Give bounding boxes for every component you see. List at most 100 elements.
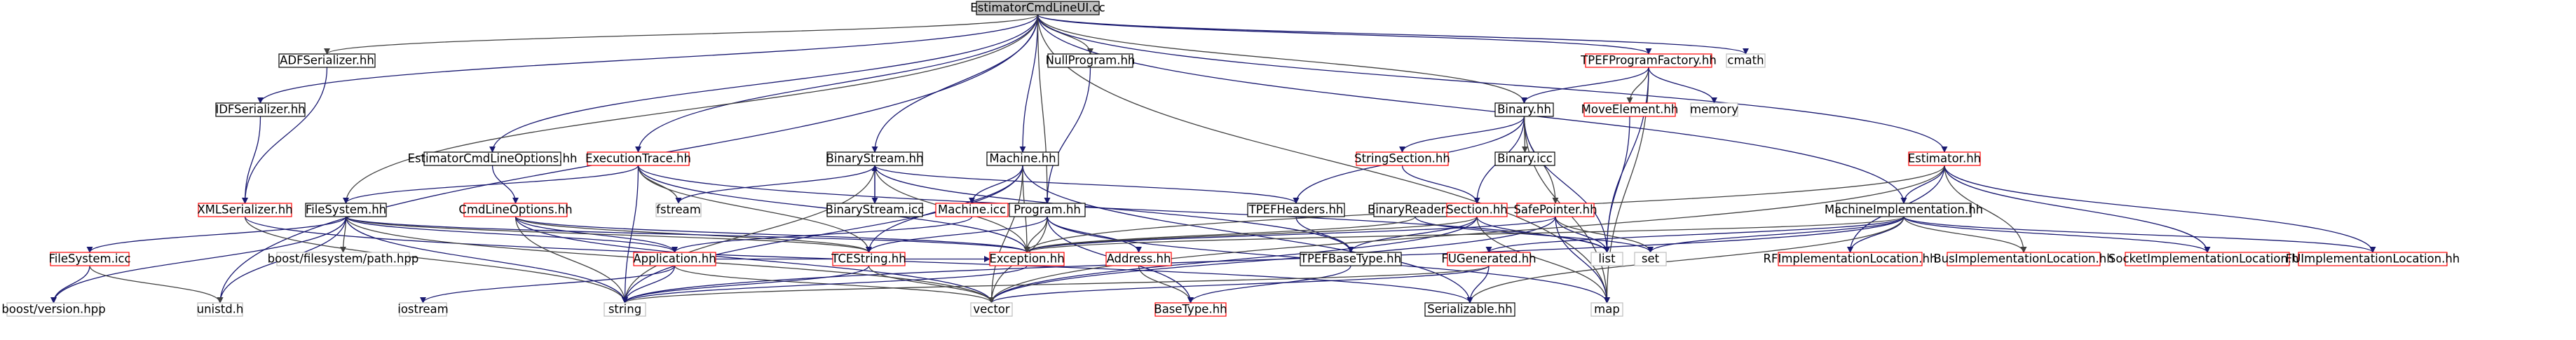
node-tpefhdr[interactable]: TPEFHeaders.hh	[1247, 203, 1345, 217]
node-strsec[interactable]: StringSection.hh	[1354, 151, 1450, 166]
edge-binreader-to-exception	[1023, 216, 1416, 253]
node-program[interactable]: Program.hh	[1009, 203, 1086, 217]
node-label: BinaryReader.hh	[1368, 203, 1463, 217]
edge-estimator-to-machimpl	[1900, 165, 1945, 204]
edge-machimpl-to-exception	[1023, 216, 1904, 253]
node-box	[1908, 151, 1981, 166]
node-tpefbase[interactable]: TPEFBaseType.hh	[1300, 252, 1402, 266]
edge-filesysicc-to-boostver	[50, 265, 90, 304]
node-box	[1447, 252, 1531, 266]
node-binicc[interactable]: Binary.icc	[1494, 151, 1555, 166]
node-filesysicc[interactable]: FileSystem.icc	[48, 252, 131, 266]
node-list[interactable]: list	[1590, 252, 1623, 266]
edge-xmlser-to-string	[244, 216, 628, 304]
node-section[interactable]: Section.hh	[1446, 203, 1508, 217]
node-machine[interactable]: Machine.hh	[986, 151, 1059, 166]
node-adfser[interactable]: ADFSerializer.hh	[278, 53, 376, 68]
node-label: MoveElement.hh	[1581, 103, 1679, 116]
node-binary[interactable]: Binary.hh	[1494, 102, 1554, 117]
node-unistd[interactable]: unistd.h	[197, 302, 244, 317]
node-label: BinaryStream.hh	[826, 152, 924, 165]
node-rfimpl[interactable]: RFImplementationLocation.hh	[1764, 252, 1937, 266]
edge-tpefpf-to-memory	[1648, 67, 1718, 104]
node-cmath[interactable]: cmath	[1726, 53, 1766, 68]
node-label: ADFSerializer.hh	[280, 54, 374, 67]
node-label: Binary.hh	[1497, 103, 1551, 116]
node-tcestr[interactable]: TCEString.hh	[831, 252, 906, 266]
node-idfser[interactable]: IDFSerializer.hh	[215, 102, 306, 117]
node-memory[interactable]: memory	[1690, 102, 1738, 117]
node-fstream[interactable]: fstream	[655, 203, 702, 217]
node-box	[198, 203, 292, 217]
node-vector[interactable]: vector	[970, 302, 1013, 317]
node-box	[276, 252, 410, 266]
node-address[interactable]: Address.hh	[1105, 252, 1172, 266]
edge-machineicc-to-app	[672, 216, 973, 253]
node-box	[604, 302, 646, 317]
node-box	[1634, 252, 1667, 266]
node-label: TPEFProgramFactory.hh	[1580, 54, 1717, 67]
node-label: Estimator.hh	[1908, 152, 1981, 165]
edge-machine-to-serializable	[1022, 165, 1473, 304]
node-label: EstimatorCmdLineOptions.hh	[408, 152, 578, 165]
node-boostfs[interactable]: boost/filesystem/path.hpp	[268, 252, 419, 266]
edge-tcestr-to-vector	[868, 265, 995, 304]
edge-machimpl-to-string	[622, 216, 1904, 304]
node-label: cmath	[1727, 54, 1764, 67]
node-boostver[interactable]: boost/version.hpp	[1, 302, 106, 317]
node-machimpl[interactable]: MachineImplementation.hh	[1825, 203, 1983, 217]
edge-filesys-to-tcestr	[345, 216, 872, 253]
node-filesys[interactable]: FileSystem.hh	[305, 203, 387, 217]
node-basetype[interactable]: BaseType.hh	[1154, 302, 1227, 317]
edge-section-to-tpefbase	[1347, 216, 1478, 253]
node-set[interactable]: set	[1634, 252, 1667, 266]
node-box	[2298, 252, 2448, 266]
node-exception[interactable]: Exception.hh	[989, 252, 1065, 266]
edge-machine-to-vector	[988, 165, 1023, 304]
node-main[interactable]: EstimatorCmdLineUI.cc	[970, 1, 1105, 15]
node-label: FUImplementationLocation.hh	[2286, 252, 2460, 266]
edge-exception-to-string	[622, 265, 1028, 304]
node-iostream[interactable]: iostream	[397, 302, 449, 317]
node-label: Section.hh	[1446, 203, 1507, 217]
node-busimpl[interactable]: BusImplementationLocation.hh	[1933, 252, 2114, 266]
node-fugen[interactable]: FUGenerated.hh	[1441, 252, 1536, 266]
node-map[interactable]: map	[1590, 302, 1623, 317]
node-tpefpf[interactable]: TPEFProgramFactory.hh	[1580, 53, 1717, 68]
node-binreader[interactable]: BinaryReader.hh	[1368, 203, 1463, 217]
node-box	[1446, 203, 1508, 217]
edge-section-to-map	[1476, 216, 1611, 304]
edge-tpefbase-to-basetype	[1187, 265, 1351, 304]
node-fuimpl[interactable]: FUImplementationLocation.hh	[2286, 252, 2460, 266]
edge-machimpl-to-serializable	[1466, 216, 1904, 304]
node-nullprog[interactable]: NullProgram.hh	[1046, 53, 1136, 68]
node-label: SocketImplementationLocation.hh	[2108, 252, 2306, 266]
edge-tcestr-to-string	[622, 265, 870, 304]
node-label: IDFSerializer.hh	[215, 103, 305, 116]
node-app[interactable]: Application.hh	[633, 252, 716, 266]
node-label: Machine.icc	[938, 203, 1006, 217]
edge-machine-to-machineicc	[968, 165, 1023, 204]
edge-section-to-exception	[1023, 216, 1478, 253]
node-sockimpl[interactable]: SocketImplementationLocation.hh	[2108, 252, 2306, 266]
node-moveel[interactable]: MoveElement.hh	[1581, 102, 1679, 117]
edge-main-to-idfser	[257, 14, 1039, 104]
node-safeptr[interactable]: SafePointer.hh	[1513, 203, 1597, 217]
edge-safeptr-to-map	[1555, 216, 1611, 304]
node-cmdopt[interactable]: CmdLineOptions.hh	[458, 203, 573, 217]
node-estcmdopt[interactable]: EstimatorCmdLineOptions.hh	[408, 151, 578, 166]
node-box	[463, 203, 568, 217]
node-machineicc[interactable]: Machine.icc	[935, 203, 1009, 217]
node-binstream[interactable]: BinaryStream.hh	[826, 151, 924, 166]
node-binstreamicc[interactable]: BinaryStream.icc	[826, 203, 925, 217]
node-box	[1690, 102, 1738, 117]
edge-machimpl-to-set	[1647, 216, 1904, 253]
node-label: RFImplementationLocation.hh	[1764, 252, 1937, 266]
node-exectrace[interactable]: ExecutionTrace.hh	[585, 151, 691, 166]
node-estimator[interactable]: Estimator.hh	[1908, 151, 1981, 166]
node-string[interactable]: string	[604, 302, 646, 317]
node-xmlser[interactable]: XMLSerializer.hh	[197, 203, 293, 217]
node-box	[1300, 252, 1402, 266]
node-serializable[interactable]: Serializable.hh	[1424, 302, 1515, 317]
node-box	[1726, 53, 1766, 68]
